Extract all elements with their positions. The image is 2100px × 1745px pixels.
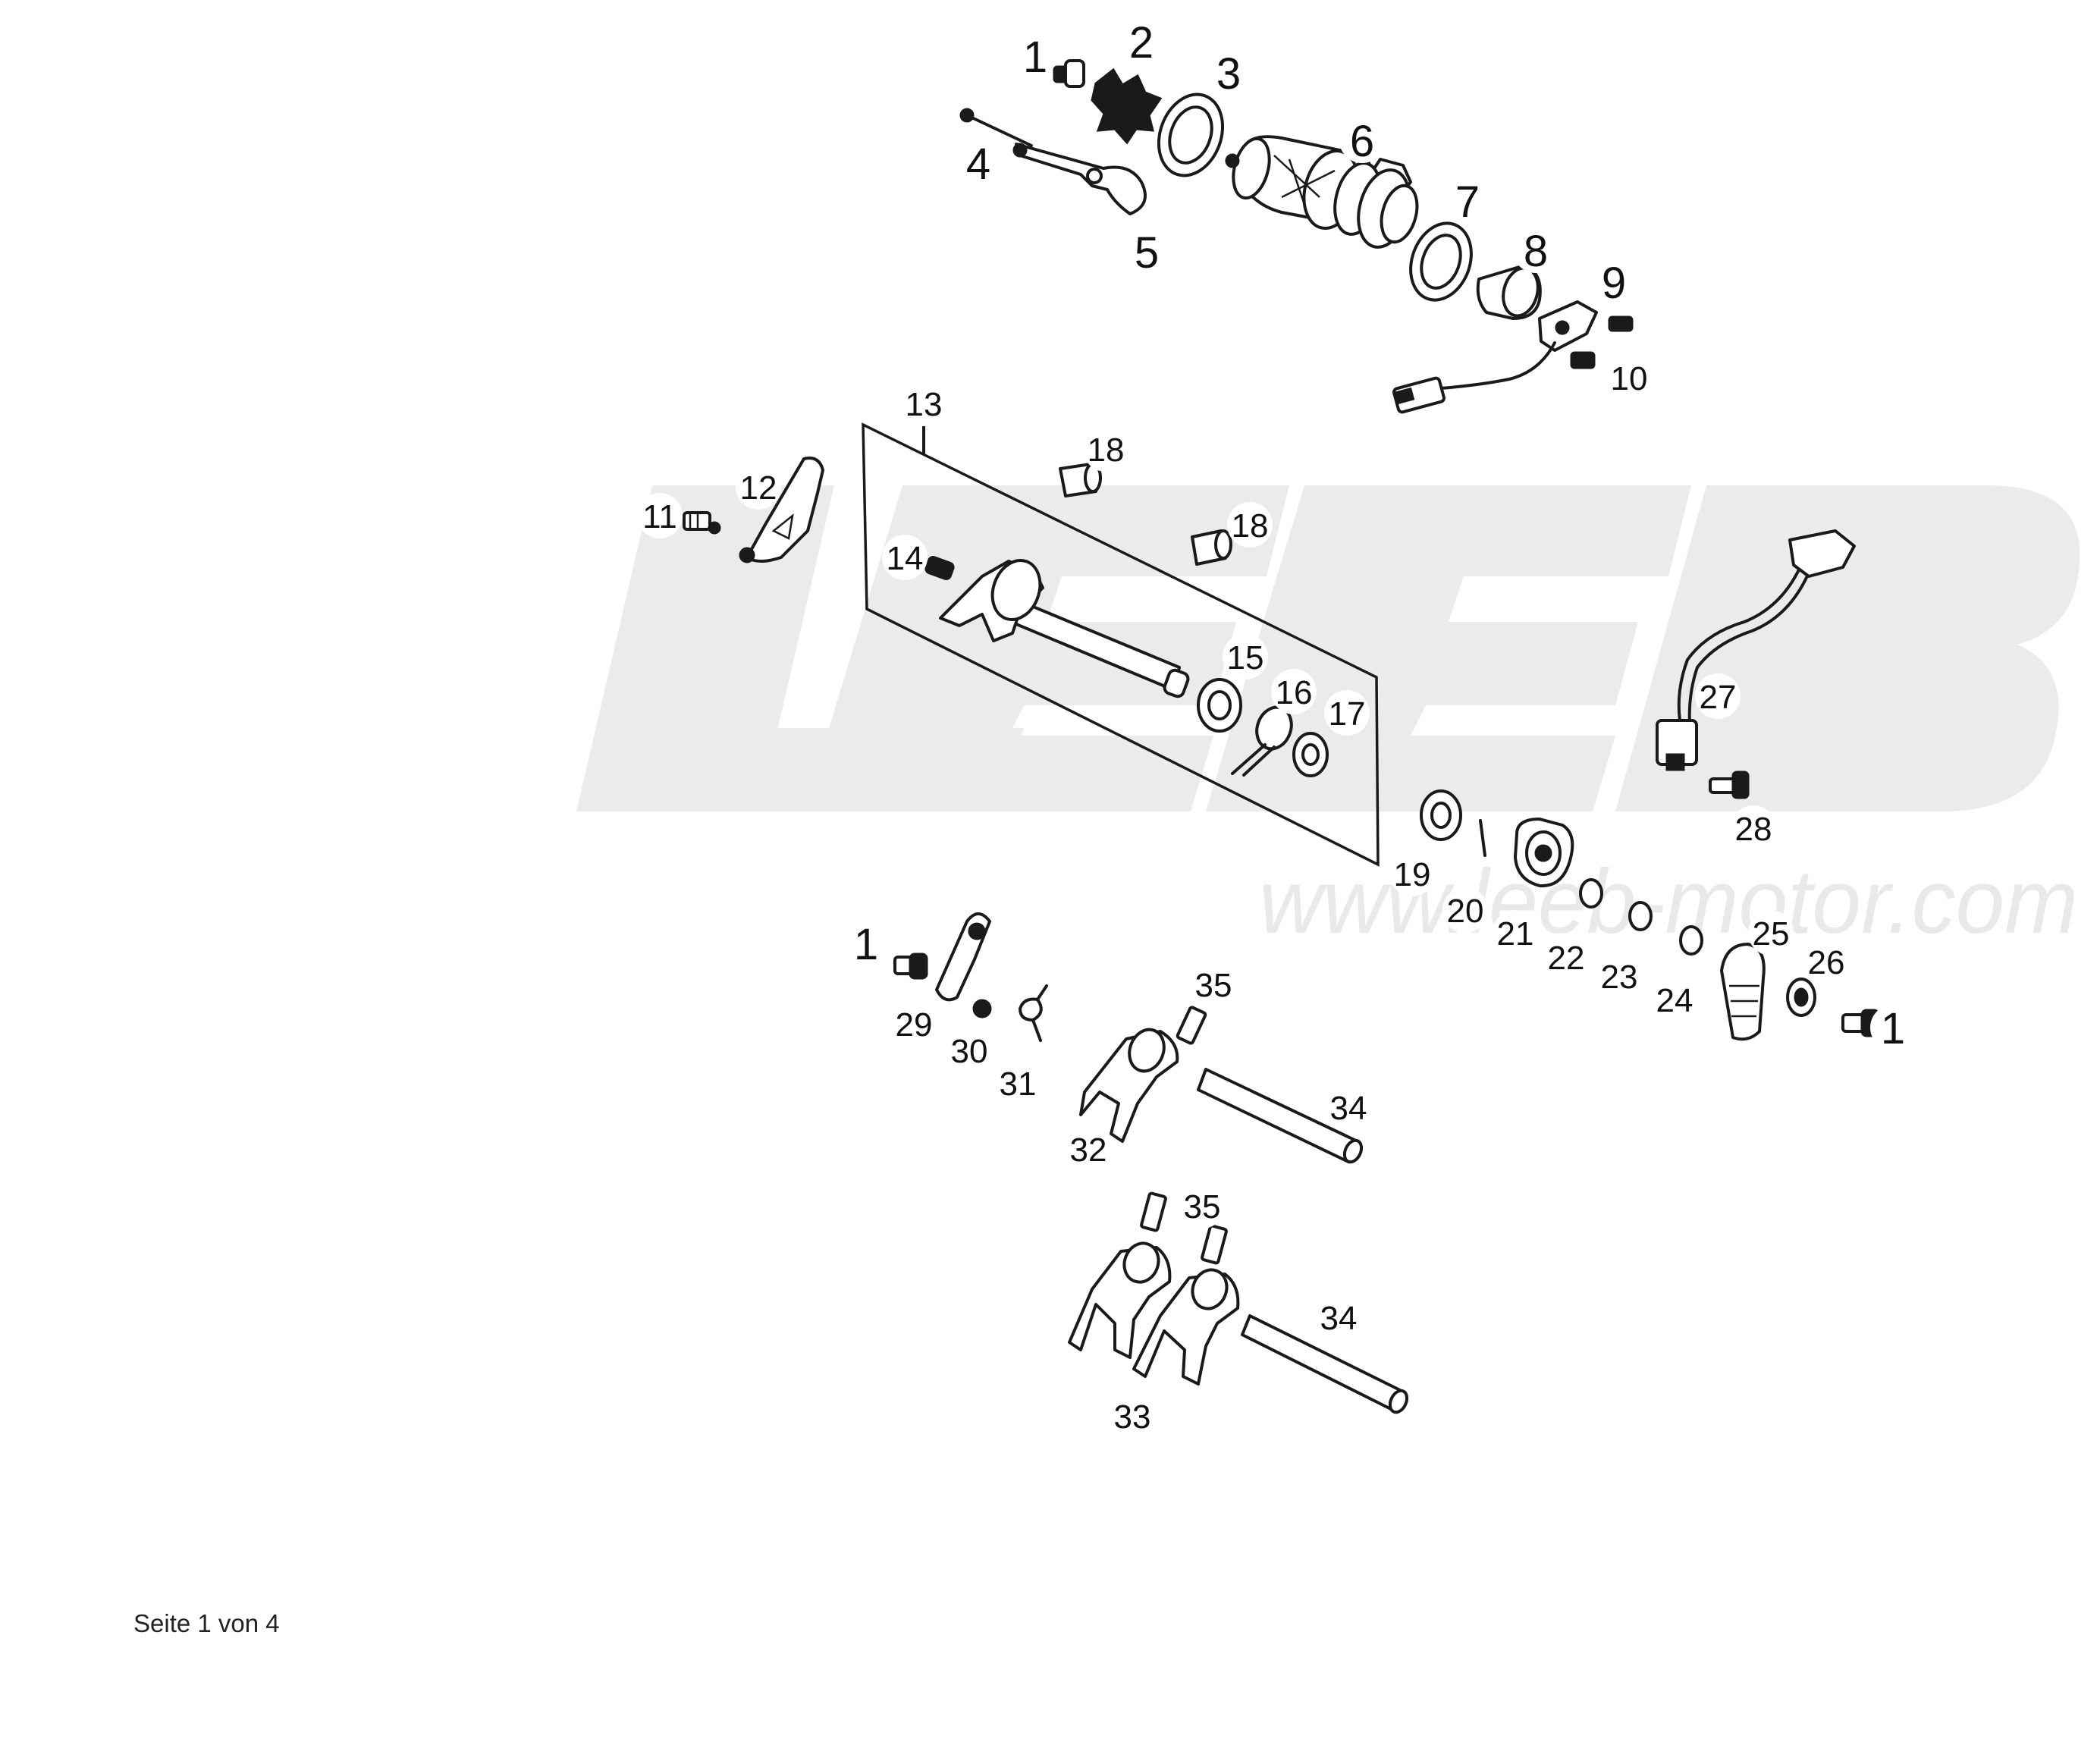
callout-20: 20 bbox=[1447, 893, 1484, 930]
callout-32: 32 bbox=[1070, 1131, 1107, 1169]
callout-16: 16 bbox=[1276, 674, 1313, 711]
part-18-bushing-upper bbox=[1059, 463, 1102, 497]
page-number-label: Seite 1 von 4 bbox=[133, 1609, 280, 1637]
callout-9: 9 bbox=[1602, 259, 1626, 308]
part-21-drum-cam bbox=[1514, 818, 1574, 888]
part-7-bearing-ring bbox=[1409, 221, 1473, 302]
part-35-pin-right bbox=[1201, 1224, 1228, 1265]
part-28-screw bbox=[1709, 770, 1750, 799]
callout-17: 17 bbox=[1329, 695, 1366, 733]
part-27-neutral-switch bbox=[1656, 529, 1856, 771]
part-29-shift-arm bbox=[935, 912, 991, 1002]
part-25-shift-cam-pawl bbox=[1720, 943, 1766, 1041]
part-3-bearing-ring bbox=[1157, 93, 1225, 177]
part-5-detent-lever bbox=[1012, 143, 1147, 215]
callout-12: 12 bbox=[740, 469, 777, 507]
part-22-ring bbox=[1579, 878, 1603, 909]
callout-25: 25 bbox=[1753, 915, 1790, 953]
part-6-shift-drum bbox=[1225, 135, 1419, 249]
part-11-screw bbox=[683, 511, 721, 535]
part-9-screw bbox=[1608, 315, 1634, 332]
callout-18-upper: 18 bbox=[1088, 432, 1125, 469]
callout-30: 30 bbox=[951, 1033, 988, 1070]
callout-8: 8 bbox=[1524, 227, 1548, 276]
callout-28: 28 bbox=[1735, 811, 1772, 848]
callout-31: 31 bbox=[1000, 1066, 1037, 1103]
part-13-assembly-frame bbox=[862, 422, 1380, 867]
callout-21: 21 bbox=[1497, 915, 1534, 953]
callout-7: 7 bbox=[1455, 177, 1480, 227]
callout-35-upper: 35 bbox=[1195, 967, 1232, 1004]
part-10-screw bbox=[1570, 351, 1596, 369]
part-19-bearing bbox=[1420, 789, 1462, 841]
callout-6: 6 bbox=[1350, 117, 1374, 166]
part-18-bushing-lower bbox=[1191, 529, 1232, 566]
part-17-washer bbox=[1292, 732, 1329, 777]
callout-19: 19 bbox=[1394, 856, 1431, 893]
part-35-pin-upper bbox=[1176, 1006, 1207, 1045]
watermark-url: www.leeb-motor.com bbox=[1259, 851, 2078, 953]
part-1-screw-lower bbox=[893, 953, 928, 980]
callout-11: 11 bbox=[642, 498, 677, 535]
part-26-bearing bbox=[1786, 978, 1816, 1017]
part-34-fork-rod-lower bbox=[1241, 1314, 1409, 1414]
callout-1-right: 1 bbox=[1881, 1004, 1905, 1053]
callout-27: 27 bbox=[1700, 679, 1737, 716]
callout-13: 13 bbox=[906, 386, 943, 423]
callout-10: 10 bbox=[1611, 360, 1648, 397]
callout-4: 4 bbox=[966, 140, 990, 189]
callout-3: 3 bbox=[1216, 49, 1241, 99]
part-32-shift-fork bbox=[1079, 1028, 1179, 1143]
part-33-shift-fork-right bbox=[1132, 1268, 1240, 1386]
part-23-ring bbox=[1628, 901, 1653, 931]
part-9-gear-position-sensor bbox=[1392, 300, 1598, 414]
callout-24: 24 bbox=[1656, 982, 1693, 1019]
callout-29: 29 bbox=[896, 1006, 933, 1044]
part-30-washer bbox=[972, 999, 992, 1018]
part-34-fork-rod-upper bbox=[1197, 1068, 1364, 1164]
part-14-spring bbox=[924, 556, 955, 580]
callout-14: 14 bbox=[887, 540, 924, 577]
part-12-bracket bbox=[739, 457, 824, 563]
part-13-shift-shaft bbox=[939, 559, 1190, 698]
callout-1: 1 bbox=[1023, 33, 1047, 82]
callout-18-lower: 18 bbox=[1232, 507, 1269, 545]
callout-2: 2 bbox=[1129, 18, 1154, 67]
callout-22: 22 bbox=[1548, 940, 1585, 977]
callouts: 1 2 3 4 5 6 7 8 9 10 11 12 13 14 15 16 1… bbox=[637, 18, 1916, 1439]
callout-5: 5 bbox=[1135, 228, 1159, 278]
part-15-oil-seal bbox=[1197, 678, 1242, 733]
callout-26: 26 bbox=[1808, 944, 1845, 981]
callout-34-upper: 34 bbox=[1330, 1090, 1367, 1127]
part-24-ring bbox=[1679, 925, 1703, 956]
part-33-shift-fork-left bbox=[1068, 1241, 1172, 1359]
callout-33: 33 bbox=[1114, 1398, 1151, 1436]
part-2-star-cam bbox=[1091, 67, 1163, 145]
part-31-spring bbox=[1018, 984, 1048, 1042]
part-4-bolt-long bbox=[959, 108, 1033, 147]
part-1-screw-top bbox=[1053, 59, 1085, 88]
callout-35-lower: 35 bbox=[1184, 1188, 1221, 1226]
callout-34-lower: 34 bbox=[1320, 1300, 1358, 1337]
callout-23: 23 bbox=[1601, 959, 1638, 996]
callout-1-lower: 1 bbox=[854, 920, 878, 969]
part-20-pin bbox=[1479, 819, 1486, 857]
part-35-pin-left bbox=[1140, 1191, 1167, 1232]
callout-15: 15 bbox=[1227, 639, 1264, 676]
